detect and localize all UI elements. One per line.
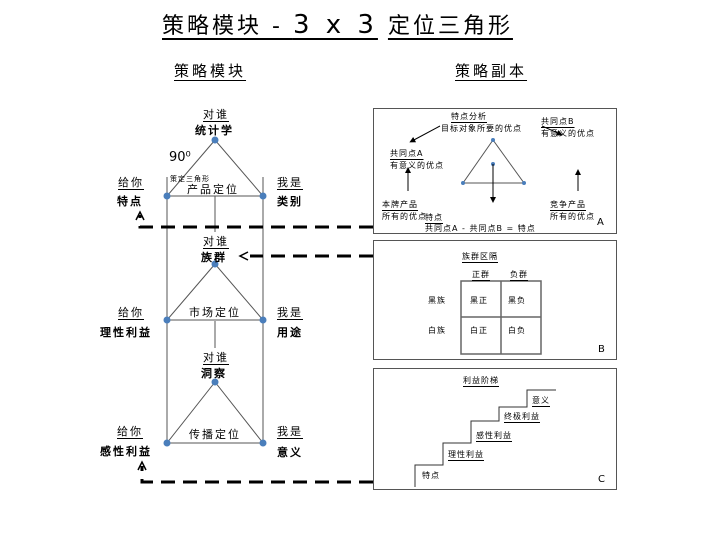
level3-right-label: 我是 xyxy=(277,425,303,438)
panel-c xyxy=(373,368,617,490)
panel-b-row-0: 黑族 xyxy=(428,296,446,305)
level3-left-label: 给你 xyxy=(117,425,143,438)
level1-left-label: 给你 xyxy=(118,176,144,189)
level3-left-value: 感性利益 xyxy=(100,445,152,458)
node xyxy=(163,316,171,324)
dashed-arrow-c xyxy=(140,466,373,484)
level3-top-label: 对谁 xyxy=(203,351,229,364)
page-title: 策略模块 - 3 x 3 定位三角形 xyxy=(162,8,513,40)
panel-a-feature-word: 特点 xyxy=(425,213,443,222)
level1-right-label: 我是 xyxy=(277,176,303,189)
node xyxy=(522,181,526,185)
panel-a-analysis-text: 目标对象所要的优点 xyxy=(441,124,522,133)
level1-right-value: 类别 xyxy=(277,195,303,208)
level2-center: 市场定位 xyxy=(189,306,241,319)
panel-b-cell-0-1: 黑负 xyxy=(508,296,526,305)
node xyxy=(491,138,495,142)
panel-a-own-title: 本牌产品 xyxy=(382,200,418,209)
panel-c-title: 利益阶梯 xyxy=(463,376,499,385)
level3-right-value: 意义 xyxy=(277,446,303,459)
node xyxy=(461,181,465,185)
node xyxy=(211,136,219,144)
level3-center: 传播定位 xyxy=(189,428,241,441)
subtitle-right: 策略副本 xyxy=(455,62,528,80)
level2-left-label: 给你 xyxy=(118,306,144,319)
node xyxy=(259,192,267,200)
panel-a-common-a-text: 有意义的优点 xyxy=(390,161,444,170)
panel-a-comp-text: 所有的优点 xyxy=(550,212,595,221)
node xyxy=(211,260,219,268)
panel-a-formula: 共同点A - 共同点B = 特点 xyxy=(425,224,536,233)
level1-left-value: 特点 xyxy=(117,195,143,208)
level2-top-label: 对谁 xyxy=(203,235,229,248)
triangle-market xyxy=(165,263,265,321)
panel-a-common-a-title: 共同点A xyxy=(390,149,424,158)
panel-b xyxy=(373,240,617,360)
panel-c-step-4: 意义 xyxy=(532,396,550,405)
panel-b-row-1: 白族 xyxy=(428,326,446,335)
panel-c-step-2: 感性利益 xyxy=(476,431,512,440)
level2-top-value: 族群 xyxy=(201,251,227,264)
panel-a-comp-title: 竞争产品 xyxy=(550,200,586,209)
panel-a-letter: A xyxy=(597,217,604,228)
triangle-product xyxy=(165,139,265,197)
arrowhead-c xyxy=(137,460,147,471)
panel-a-arrow-to-a xyxy=(409,125,441,143)
level3-top-value: 洞察 xyxy=(201,367,227,380)
node xyxy=(259,316,267,324)
panel-b-cell-0-0: 黑正 xyxy=(470,296,488,305)
title-part2: 3 x 3 xyxy=(292,10,378,40)
panel-c-letter: C xyxy=(598,474,605,485)
panel-c-step-1: 理性利益 xyxy=(448,450,484,459)
panel-a-common-b-text: 有意义的优点 xyxy=(541,129,595,138)
arrowhead-a xyxy=(135,210,145,221)
panel-b-letter: B xyxy=(598,344,605,355)
panel-c-stairs xyxy=(414,389,556,487)
subtitle-left: 策略模块 xyxy=(174,62,247,80)
panel-b-col-0: 正群 xyxy=(472,270,490,279)
level1-top-value: 统计学 xyxy=(195,124,234,137)
title-part1: 策略模块 - xyxy=(162,14,293,39)
arrowhead-b xyxy=(238,251,249,261)
level1-top-label: 对谁 xyxy=(203,108,229,121)
panel-b-title: 族群区隔 xyxy=(462,252,498,261)
node xyxy=(259,439,267,447)
triangle-comm xyxy=(165,381,265,444)
panel-b-cell-1-1: 白负 xyxy=(508,326,526,335)
panel-a-common-b-title: 共同点B xyxy=(541,117,575,126)
panel-a-own-text: 所有的优点 xyxy=(382,212,427,221)
panel-b-cell-1-0: 白正 xyxy=(470,326,488,335)
dashed-arrow-a xyxy=(138,215,373,229)
small-note: 策定三角形 xyxy=(170,175,210,183)
node xyxy=(163,439,171,447)
node xyxy=(211,378,219,386)
panel-a-arrow-to-b xyxy=(541,125,563,136)
panel-b-col-1: 负群 xyxy=(510,270,528,279)
panel-c-step-0: 特点 xyxy=(422,471,440,480)
level1-center: 产品定位 xyxy=(187,183,239,196)
angle-label: 90⁰ xyxy=(169,150,191,165)
title-part3: 定位三角形 xyxy=(387,14,513,39)
level2-right-label: 我是 xyxy=(277,306,303,319)
level2-right-value: 用途 xyxy=(277,326,303,339)
node xyxy=(163,192,171,200)
panel-a-analysis-title: 特点分析 xyxy=(451,112,487,121)
level2-left-value: 理性利益 xyxy=(100,326,152,339)
panel-c-step-3: 终极利益 xyxy=(504,412,540,421)
